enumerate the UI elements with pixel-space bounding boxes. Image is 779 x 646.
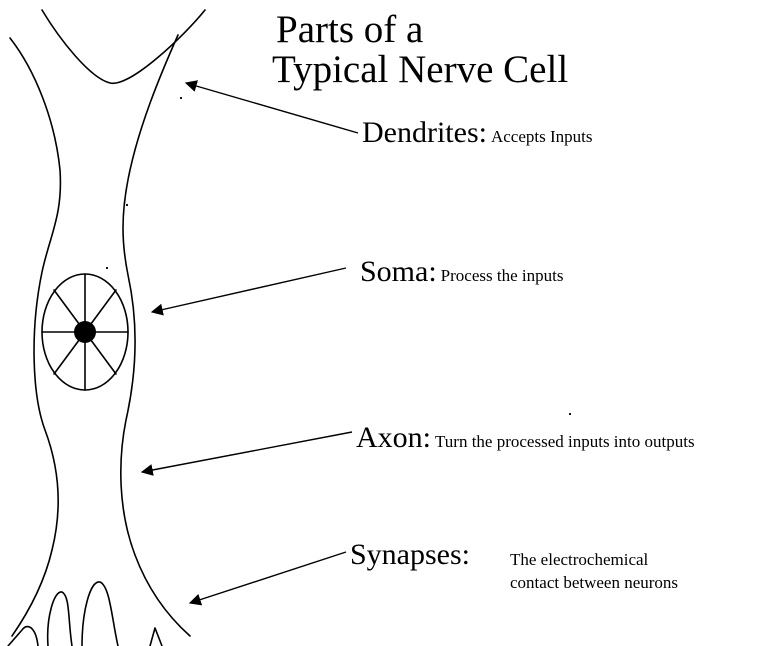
synapses-description: The electrochemical contact between neur… [510, 548, 678, 594]
dendrites-name: Dendrites: [362, 116, 487, 149]
soma-description: Process the inputs [441, 266, 564, 285]
label-dendrites: Dendrites: Accepts Inputs [362, 118, 592, 148]
soma-arrow [152, 268, 346, 312]
synapses-name: Synapses: [350, 538, 470, 571]
dendrites-description: Accepts Inputs [491, 127, 593, 146]
synapses-arrow [190, 552, 346, 603]
synapses-description-line-2: contact between neurons [510, 571, 678, 594]
dendrite-branches [42, 10, 205, 83]
nucleus-dot [74, 321, 96, 343]
axon-description: Turn the processed inputs into outputs [435, 432, 695, 451]
axon-name: Axon: [356, 421, 431, 454]
label-soma: Soma: Process the inputs [360, 257, 563, 287]
title-line-1: Parts of a [276, 10, 423, 49]
soma-name: Soma: [360, 255, 437, 288]
title-line-2: Typical Nerve Cell [272, 50, 568, 89]
axon-arrow [142, 432, 352, 472]
neuron-left-outline [10, 38, 60, 636]
label-synapses: Synapses: [350, 540, 470, 570]
synapse-terminals [8, 582, 162, 646]
neuron-right-outline [121, 35, 190, 636]
label-axon: Axon: Turn the processed inputs into out… [356, 423, 695, 453]
synapses-description-line-1: The electrochemical [510, 548, 678, 571]
